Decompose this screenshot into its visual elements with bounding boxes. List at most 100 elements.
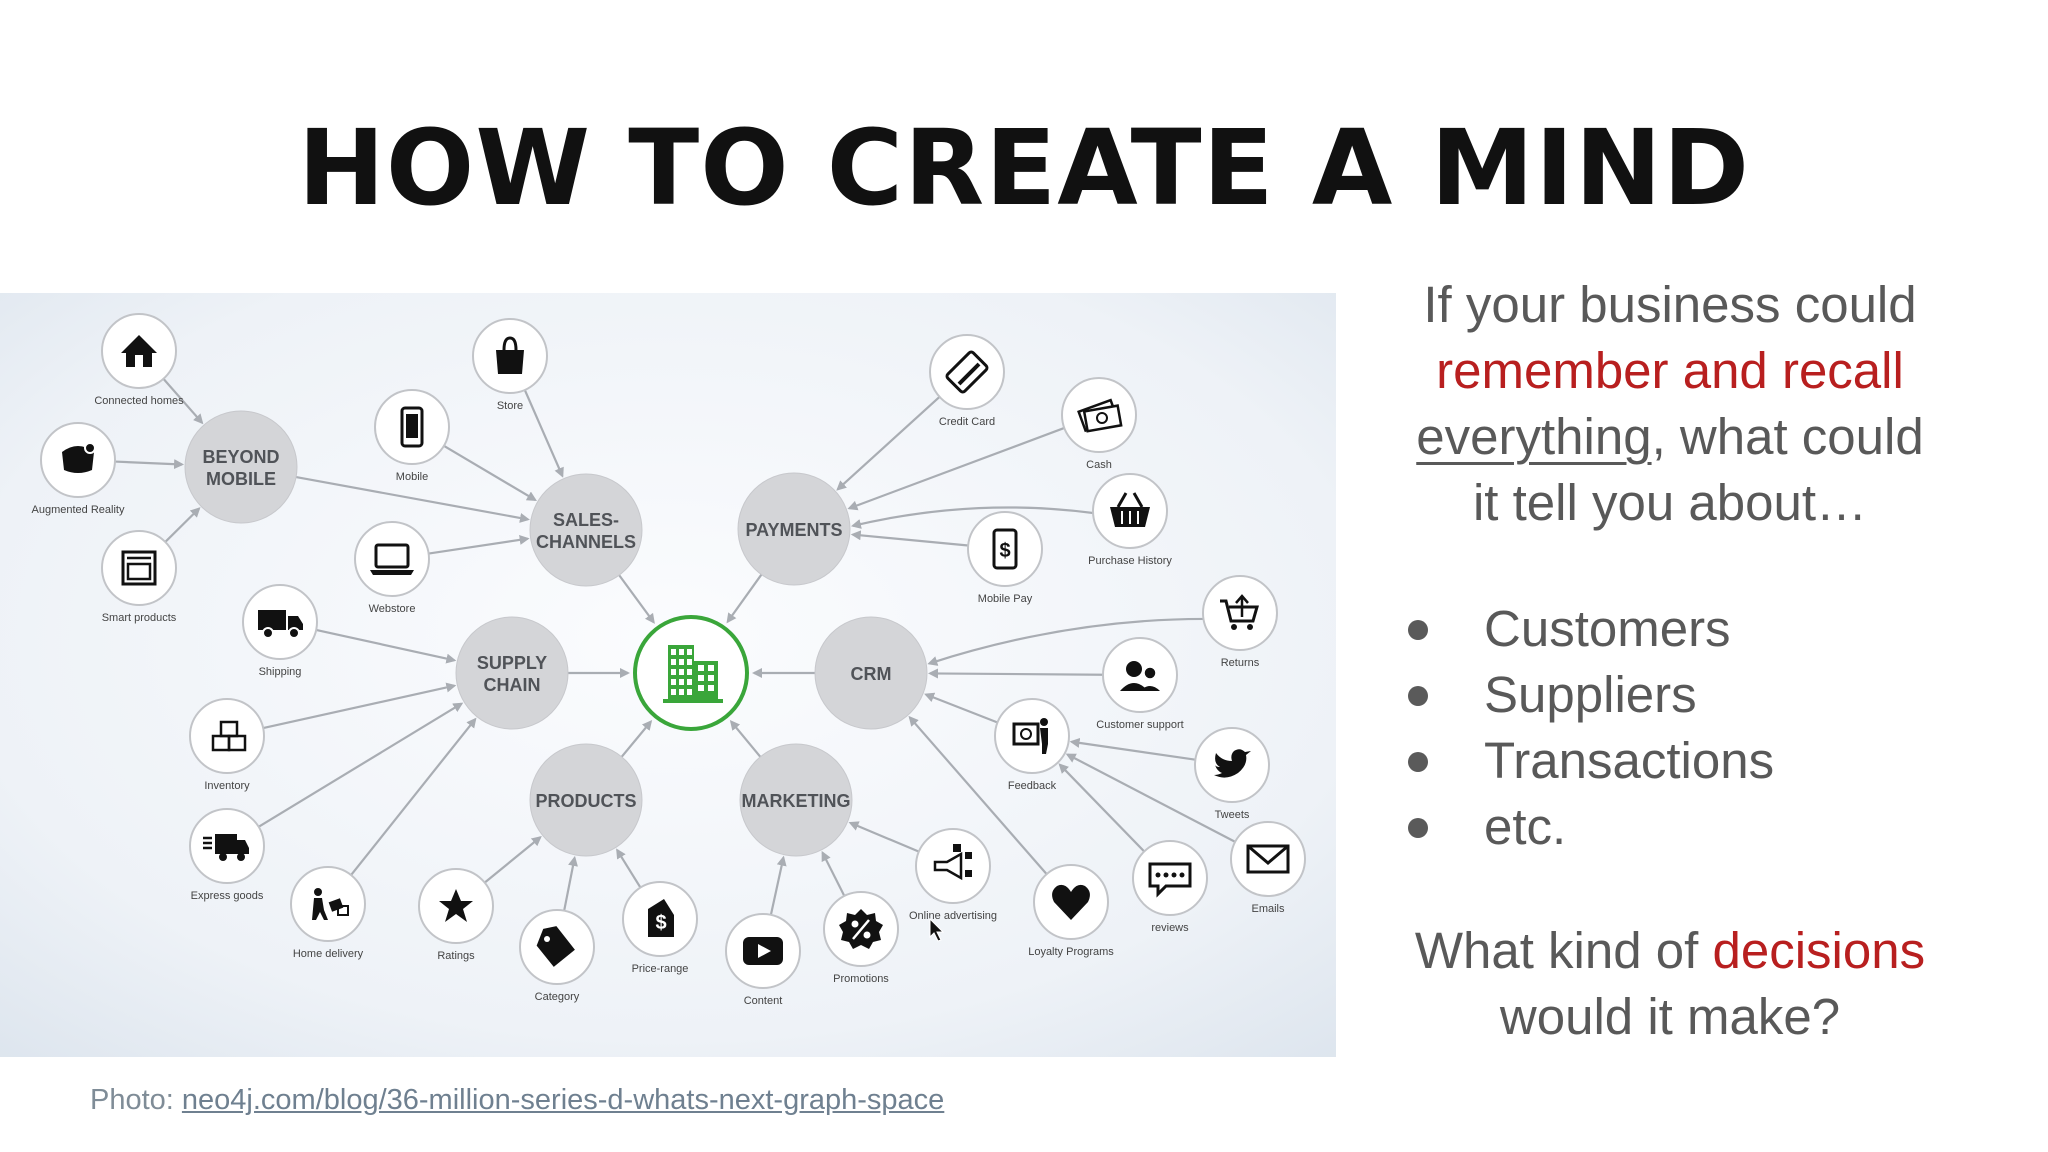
hub-circle [814, 616, 928, 730]
edge-smart-products-to-beyond [164, 507, 201, 543]
bullet-item: Customers [1360, 596, 1980, 662]
house-icon [121, 335, 157, 367]
edge-promotions-to-marketing [821, 850, 846, 897]
node-store: Store [472, 318, 548, 412]
question-decisions-line-1: What kind of decisions [1360, 918, 1980, 984]
edge-products-to-center [620, 720, 653, 758]
edge-customer-support-to-crm [927, 668, 1104, 679]
question-recall: If your business could remember and reca… [1360, 272, 1980, 536]
edge-augmented-reality-to-beyond [114, 459, 185, 470]
hub-label: SALES- [553, 510, 619, 530]
megaphone-icon [933, 844, 972, 881]
hubs-layer: BEYONDMOBILESALES-CHANNELSPAYMENTSSUPPLY… [184, 410, 928, 857]
center-node [633, 615, 749, 731]
hub-label: SUPPLY [477, 653, 547, 673]
node-label: Purchase History [1088, 555, 1172, 567]
edge-cash-to-payments [847, 426, 1065, 511]
hub-label: MOBILE [206, 469, 276, 489]
node-label: Content [744, 995, 783, 1007]
node-label: reviews [1151, 922, 1189, 934]
node-webstore: Webstore [354, 521, 430, 615]
node-label: Returns [1221, 657, 1260, 669]
hub-circle [455, 616, 569, 730]
node-express-goods: Express goods [189, 808, 265, 902]
topic-bullet-list: Customers Suppliers Transactions etc. [1360, 596, 1980, 860]
edge-price-range-to-products [616, 848, 642, 889]
node-connected-homes: Connected homes [94, 313, 184, 407]
edge-returns-to-crm [927, 617, 1204, 666]
hub-label: PRODUCTS [535, 791, 636, 811]
credit-card-icon [945, 350, 989, 394]
photo-credit-prefix: Photo: [90, 1084, 182, 1116]
hub-label: CHAIN [484, 675, 541, 695]
edge-store-to-sales [523, 389, 564, 478]
oven-icon [121, 550, 157, 586]
node-returns: Returns [1202, 575, 1278, 669]
tag-icon [536, 926, 575, 967]
edge-payments-to-center [726, 573, 763, 624]
delivery-person-icon [312, 888, 349, 920]
node-label: Category [535, 991, 580, 1003]
star-icon [439, 889, 473, 922]
edge-online-advertising-to-marketing [848, 821, 920, 853]
hub-label: CRM [851, 664, 892, 684]
hub-circle [739, 743, 853, 857]
edge-sales-to-center [618, 574, 655, 624]
edge-purchase-history-to-payments [850, 506, 1094, 529]
node-circle [101, 530, 177, 606]
twitter-bird-icon [1214, 749, 1251, 778]
node-circle [290, 866, 366, 942]
photo-credit-link[interactable]: neo4j.com/blog/36-million-series-d-whats… [181, 1084, 945, 1116]
hub-circle [737, 472, 851, 586]
edge-beyond-to-sales [295, 475, 530, 523]
fast-truck-icon [203, 834, 249, 861]
node-inventory: Inventory [189, 698, 265, 792]
edge-inventory-to-supply [262, 682, 457, 730]
bullet-dot-icon [1408, 818, 1428, 838]
edge-shipping-to-supply [315, 628, 457, 664]
side-text-panel: If your business could remember and reca… [1360, 272, 1980, 1050]
node-customer-support: Customer support [1096, 637, 1184, 731]
node-label: Emails [1251, 903, 1285, 915]
hub-crm: CRM [814, 616, 928, 730]
node-label: Cash [1086, 459, 1112, 471]
building-icon [663, 645, 723, 703]
node-circle [354, 521, 430, 597]
mobile-pay-icon: $ [992, 528, 1018, 570]
video-play-icon [743, 937, 783, 965]
edge-ratings-to-products [483, 836, 542, 884]
node-label: Express goods [191, 890, 264, 902]
node-circle [1132, 840, 1208, 916]
svg-text:$: $ [655, 912, 666, 934]
node-circle [994, 698, 1070, 774]
node-smart-products: Smart products [101, 530, 177, 624]
mouse-cursor-icon [929, 917, 945, 942]
question-decisions-prefix: What kind of [1414, 922, 1713, 979]
edge-credit-card-to-payments [836, 396, 941, 491]
edge-home-delivery-to-supply [350, 717, 477, 876]
node-label: Webstore [369, 603, 416, 615]
hub-circle [529, 473, 643, 587]
node-feedback: Feedback [994, 698, 1070, 792]
edge-express-goods-to-supply [258, 702, 464, 828]
node-circle [929, 334, 1005, 410]
node-label: Smart products [102, 612, 177, 624]
node-emails: Emails [1230, 821, 1306, 915]
node-promotions: Promotions [823, 891, 899, 985]
bullet-text: Suppliers [1484, 666, 1697, 723]
node-shipping: Shipping [242, 584, 318, 678]
node-mobile-pay: $Mobile Pay [967, 511, 1043, 605]
hub-products: PRODUCTS [529, 743, 643, 857]
node-mobile: Mobile [374, 389, 450, 483]
node-label: Tweets [1215, 809, 1250, 821]
node-home-delivery: Home delivery [290, 866, 366, 960]
node-augmented-reality: Augmented Reality [32, 422, 125, 516]
edge-emails-to-feedback [1065, 753, 1236, 843]
node-label: Connected homes [94, 395, 184, 407]
question-decisions-line-2: would it make? [1499, 988, 1841, 1045]
vr-headset-icon [62, 442, 96, 473]
edge-mobile-to-sales [443, 444, 537, 501]
bullet-text: etc. [1484, 798, 1567, 855]
question-line-1: If your business could [1423, 276, 1917, 333]
